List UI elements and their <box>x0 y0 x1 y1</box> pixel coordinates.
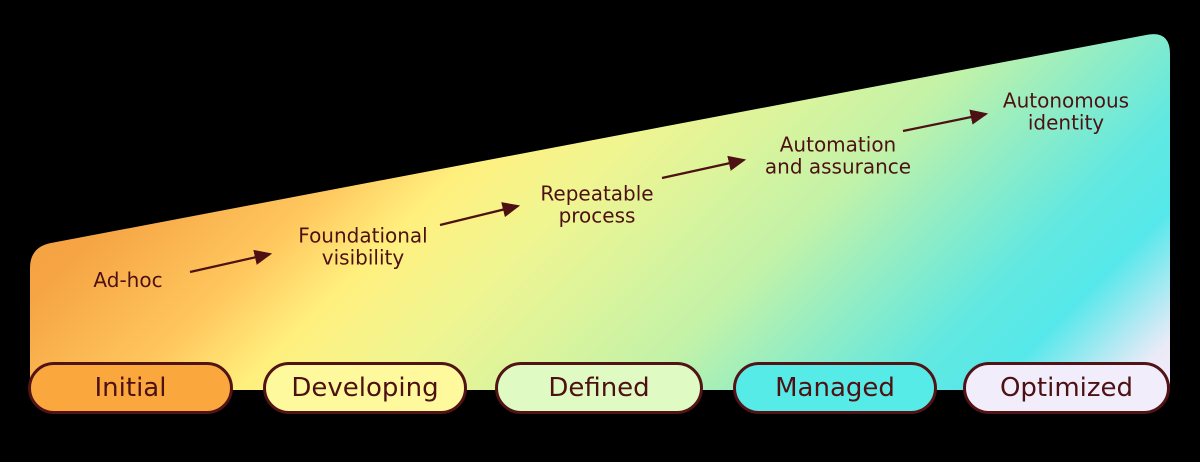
milestone-label-repeatable-process: Repeatable process <box>540 181 654 228</box>
stage-pill-label: Defined <box>548 373 650 403</box>
milestone-label-ad-hoc: Ad-hoc <box>93 267 163 292</box>
stage-pill-label: Initial <box>94 373 167 403</box>
milestone-label-autonomous-identity: Autonomous identity <box>1002 88 1130 135</box>
arrow-icon-2 <box>439 202 521 227</box>
arrow-icon-1 <box>189 249 273 274</box>
stage-pill-defined: Defined <box>495 362 703 414</box>
milestone-label-automation-and-assurance: Automation and assurance <box>764 132 912 179</box>
stage-pill-optimized: Optimized <box>963 362 1170 414</box>
milestone-label-foundational-visibility: Foundational visibility <box>298 223 428 270</box>
stage-pill-label: Managed <box>775 373 895 403</box>
stage-pill-initial: Initial <box>28 362 233 414</box>
arrow-icon-4 <box>902 109 989 133</box>
arrow-icon-3 <box>661 155 747 180</box>
stage-pill-managed: Managed <box>733 362 937 414</box>
stage-pill-label: Optimized <box>999 373 1134 403</box>
stage-pill-label: Developing <box>291 373 439 403</box>
stage-pill-developing: Developing <box>263 362 467 414</box>
